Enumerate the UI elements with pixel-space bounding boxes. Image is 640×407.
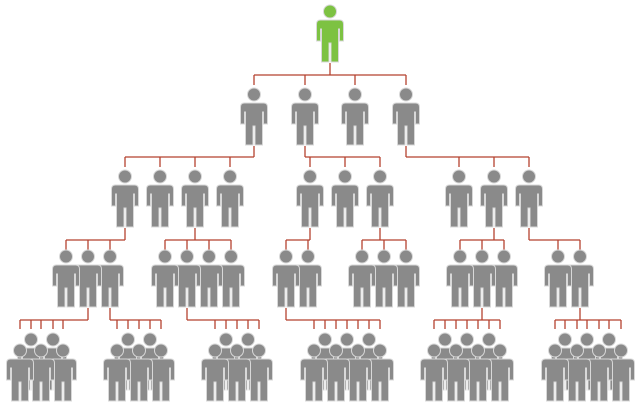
person-icon xyxy=(341,87,369,146)
person-icon xyxy=(480,169,508,228)
person-icon xyxy=(52,249,80,308)
person-icon xyxy=(445,169,473,228)
person-icon xyxy=(216,169,244,228)
person-icon xyxy=(296,169,324,228)
person-icon xyxy=(348,249,376,308)
people-icons xyxy=(6,4,635,402)
person-icon xyxy=(291,87,319,146)
person-icon xyxy=(240,87,268,146)
person-icon xyxy=(181,169,209,228)
person-icon xyxy=(151,249,179,308)
root-person-icon xyxy=(316,4,344,63)
person-icon xyxy=(146,169,174,228)
person-icon xyxy=(392,87,420,146)
person-icon xyxy=(366,169,394,228)
person-icon xyxy=(272,249,300,308)
person-icon xyxy=(111,169,139,228)
person-icon xyxy=(446,249,474,308)
connector-lines xyxy=(19,63,622,329)
person-icon xyxy=(331,169,359,228)
person-icon xyxy=(515,169,543,228)
person-icon xyxy=(544,249,572,308)
